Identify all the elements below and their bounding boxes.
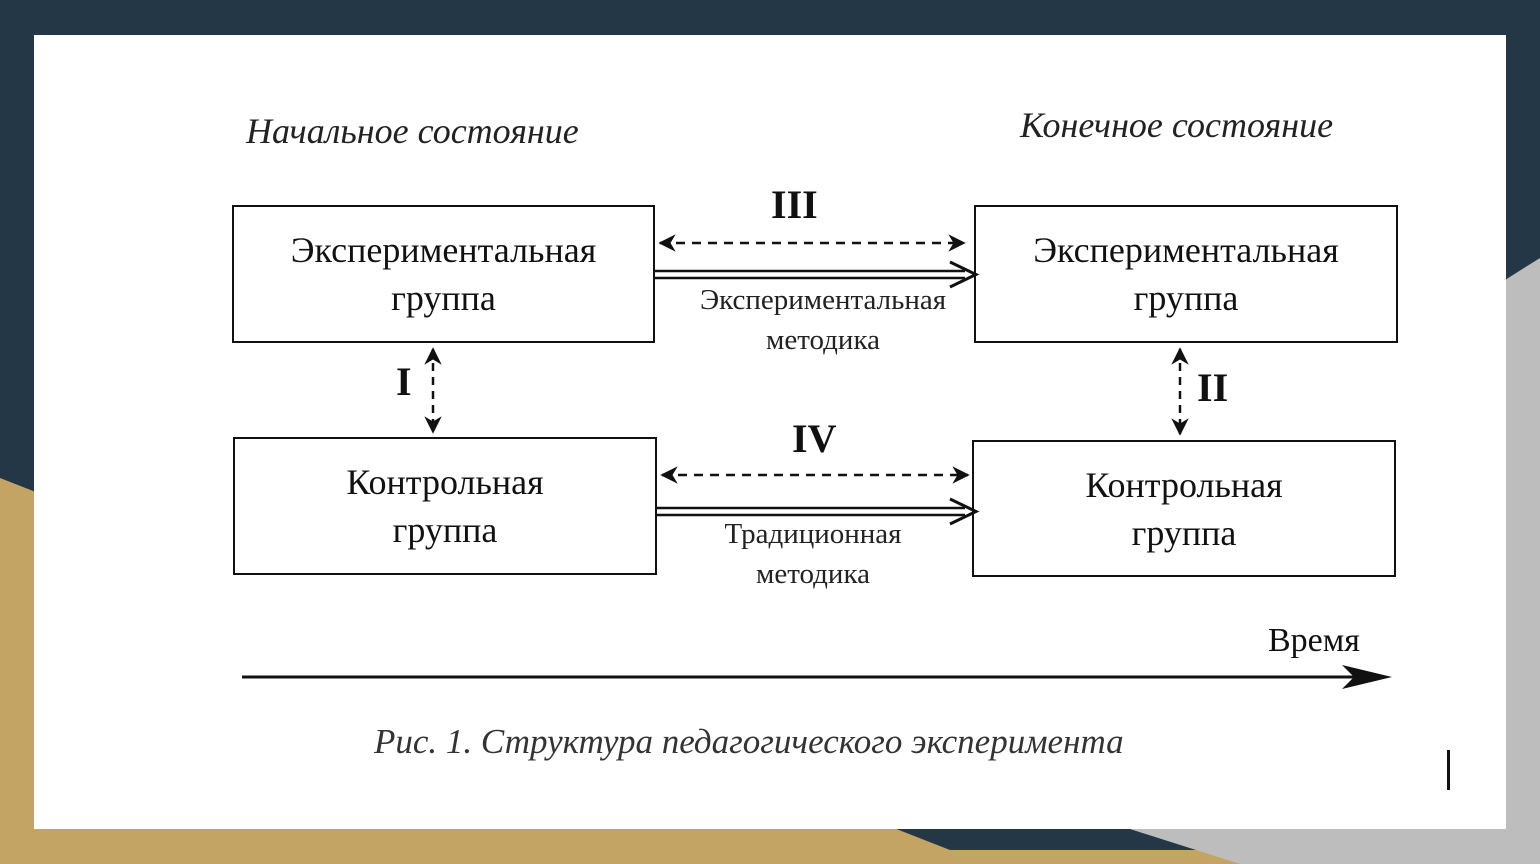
comparison-label-iv: IV bbox=[792, 416, 837, 461]
method-line-2: методика bbox=[766, 324, 880, 356]
box-line-1: Экспериментальная bbox=[1033, 230, 1339, 270]
box-line-2: группа bbox=[1133, 278, 1239, 318]
traditional-method-arrow bbox=[657, 497, 980, 526]
comparison-label-ii: II bbox=[1197, 365, 1229, 410]
experimental-group-end-box: Экспериментальная группа bbox=[974, 205, 1398, 343]
box-line-2: группа bbox=[391, 278, 496, 318]
experimental-method-arrow bbox=[655, 260, 980, 289]
box-line-1: Экспериментальная bbox=[290, 230, 597, 270]
text-cursor-icon bbox=[1447, 750, 1450, 790]
control-group-start-box: Контрольная группа bbox=[233, 437, 657, 575]
slide-canvas bbox=[34, 35, 1506, 829]
box-line-2: группа bbox=[1131, 512, 1237, 553]
method-line-1: Традиционная bbox=[724, 518, 902, 550]
box-line-2: группа bbox=[392, 510, 498, 550]
time-axis-arrow bbox=[242, 665, 1392, 689]
method-line-1: Экспериментальная bbox=[699, 284, 947, 316]
figure-caption: Рис. 1. Структура педагогического экспер… bbox=[374, 722, 1124, 761]
comparison-label-i: I bbox=[396, 359, 412, 404]
traditional-method-label: Традиционная методика bbox=[682, 514, 944, 594]
final-state-label: Конечное состояние bbox=[1020, 105, 1334, 145]
comparison-label-iii: III bbox=[771, 182, 818, 227]
experimental-group-start-box: Экспериментальная группа bbox=[232, 205, 655, 343]
initial-state-label: Начальное состояние bbox=[246, 111, 579, 151]
box-line-1: Контрольная bbox=[346, 462, 544, 502]
box-line-1: Контрольная bbox=[1085, 464, 1283, 505]
experimental-method-label: Экспериментальная методика bbox=[676, 280, 970, 360]
time-axis-label: Время bbox=[1268, 622, 1360, 659]
control-group-end-box: Контрольная группа bbox=[972, 440, 1396, 577]
method-line-2: методика bbox=[756, 558, 870, 590]
